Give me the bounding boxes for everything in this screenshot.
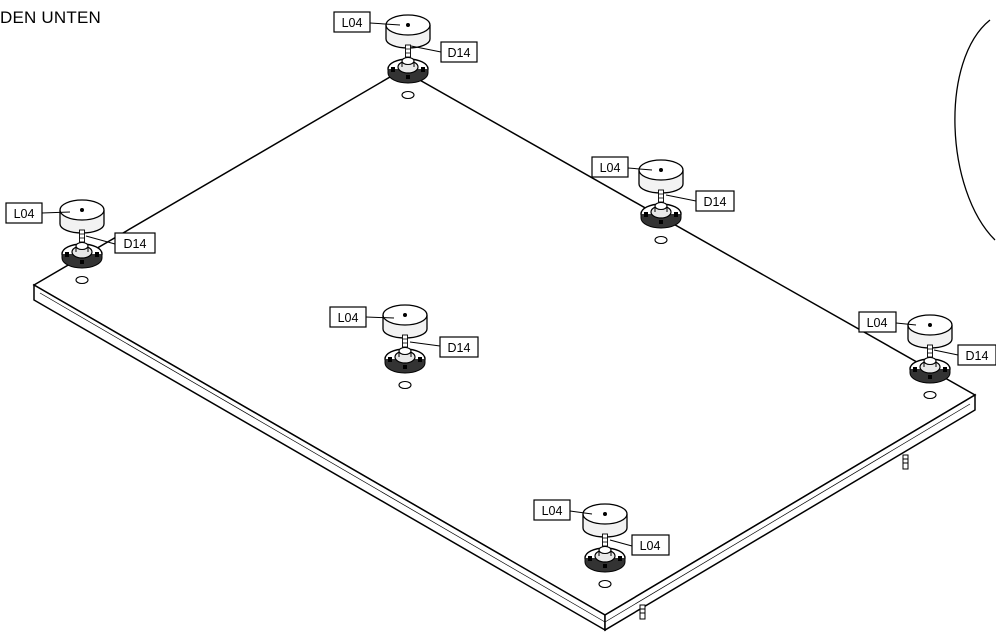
assembly-center: L04 D14 xyxy=(329,304,479,390)
page-title: DEN UNTEN xyxy=(0,8,101,27)
assembly-right: L04 D14 xyxy=(858,311,996,400)
label-foot: L04 xyxy=(338,311,359,325)
screw-protrusion xyxy=(902,454,909,470)
label-foot: L04 xyxy=(542,504,563,518)
assembly-bottom: L04 L04 xyxy=(533,499,670,589)
label-base: D14 xyxy=(966,349,989,363)
assembly-mid-right: L04 D14 xyxy=(591,156,735,245)
detail-circle xyxy=(954,19,996,241)
board-right-edge xyxy=(604,393,976,632)
label-base: L04 xyxy=(640,539,661,553)
label-base: D14 xyxy=(704,195,727,209)
label-foot: L04 xyxy=(867,316,888,330)
label-base: D14 xyxy=(448,46,471,60)
label-base: D14 xyxy=(448,341,471,355)
board-top-face xyxy=(32,69,977,616)
screw-protrusion xyxy=(639,604,646,620)
label-base: D14 xyxy=(124,237,147,251)
assembly-left: L04 D14 xyxy=(5,199,156,285)
assembly-top: L04 D14 xyxy=(333,11,478,100)
label-foot: L04 xyxy=(14,207,35,221)
label-foot: L04 xyxy=(342,16,363,30)
label-foot: L04 xyxy=(600,161,621,175)
